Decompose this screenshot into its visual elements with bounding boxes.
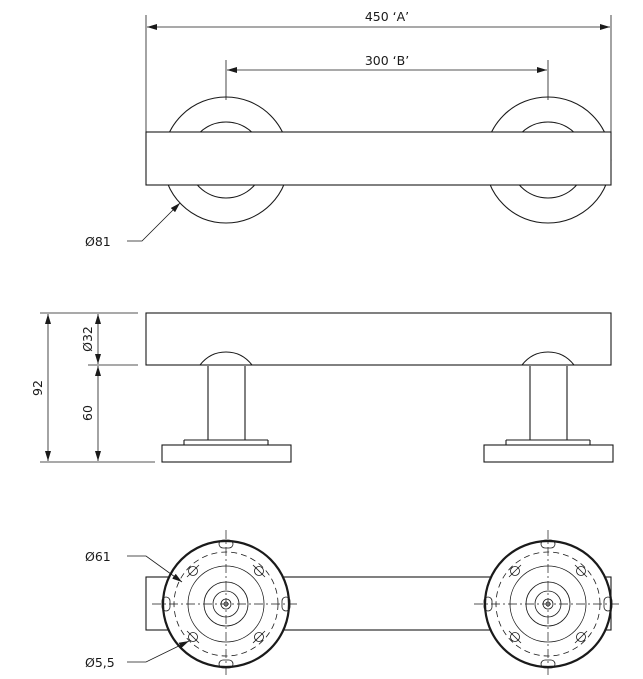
- top-view: 450 ‘A’ 300 ‘B’ Ø81: [85, 9, 612, 249]
- bar-diameter-label: Ø32: [80, 326, 95, 352]
- bottom-view: Ø61 Ø5,5: [85, 530, 622, 678]
- screw-hole-label: Ø5,5: [85, 655, 115, 670]
- rose-diameter-leader: [127, 202, 181, 242]
- left-standoff: [161, 351, 292, 463]
- handle-bar-side: [145, 312, 612, 366]
- hole-circle-leader: [127, 555, 183, 583]
- side-view: 92 Ø32 60: [30, 312, 614, 463]
- overall-length-label: 450 ‘A’: [365, 9, 409, 24]
- handle-bar-top: [145, 131, 612, 186]
- left-rose-plate: [152, 530, 300, 678]
- standoff-height-label: 60: [80, 405, 95, 421]
- total-height-label: 92: [30, 380, 45, 396]
- hole-circle-label: Ø61: [85, 549, 111, 564]
- screw-hole-leader: [127, 640, 190, 663]
- right-rose-plate: [474, 530, 622, 678]
- right-standoff: [483, 351, 614, 463]
- center-distance-label: 300 ‘B’: [365, 53, 409, 68]
- rose-diameter-label: Ø81: [85, 234, 111, 249]
